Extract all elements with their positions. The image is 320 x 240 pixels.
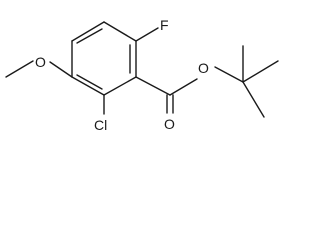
bond-c1-f (135, 27, 159, 42)
bond-c4-o-methoxy (49, 61, 73, 78)
ring-bond-c4-c5 (71, 76, 105, 96)
bond-carbonyl-c-ether-o (169, 78, 198, 96)
ring-bond-c5-c6 (103, 76, 137, 96)
bond-ether-o-quaternary-c (214, 66, 244, 83)
ester-ether-oxygen-label: O (198, 60, 209, 76)
carbonyl-oxygen-label: O (164, 116, 175, 132)
molecule-drawing: F Cl O O O (5, 17, 279, 133)
structure-canvas: F Cl O O O (5, 17, 279, 133)
ring-double-bond-c4-c5 (76, 74, 103, 90)
bond-quaternary-c-methyl-right (242, 60, 279, 83)
ring-bond-c2-c3 (71, 21, 105, 42)
chlorine-label: Cl (94, 117, 107, 133)
bond-c6-carbonyl-c (135, 76, 171, 96)
fluorine-label: F (160, 17, 169, 33)
methoxy-oxygen-label: O (35, 54, 46, 70)
benzene-ring (71, 21, 137, 96)
bond-o-methyl (5, 60, 34, 78)
bond-quaternary-c-methyl-bottom (242, 81, 265, 118)
ring-double-bond-c2-c3 (76, 28, 103, 44)
ring-bond-c1-c2 (103, 21, 137, 42)
